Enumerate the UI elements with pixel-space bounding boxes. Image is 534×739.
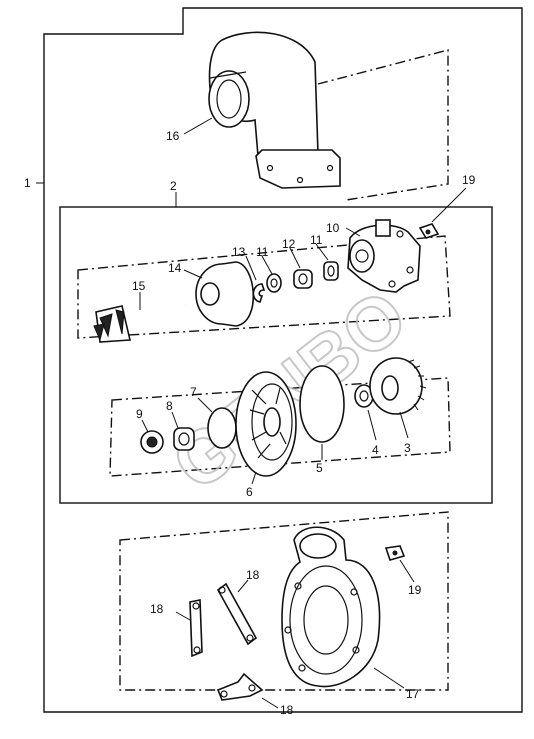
callout-18-bottom: 18 (280, 703, 294, 717)
oil-seal-ring (140, 430, 164, 454)
callout-18-left: 18 (150, 602, 164, 616)
group-outline-upper (77, 235, 451, 339)
sleeve (173, 427, 195, 451)
seal-plate (235, 371, 297, 477)
turbine-wheel-shaft (93, 303, 187, 343)
compressor-housing (281, 526, 381, 688)
nut-upper (418, 223, 440, 239)
callout-6: 6 (246, 485, 253, 499)
callout-13: 13 (232, 245, 246, 259)
thrust-collar (354, 384, 374, 408)
callout-19-lower: 19 (408, 583, 422, 597)
callout-4: 4 (372, 443, 379, 457)
callout-1: 1 (24, 176, 31, 190)
callout-11-left: 11 (256, 245, 269, 259)
callout-15: 15 (132, 279, 146, 293)
callout-2: 2 (170, 179, 177, 193)
nut-lower (384, 545, 406, 561)
bearing-housing (195, 261, 255, 327)
callout-10: 10 (326, 221, 340, 235)
assembly-2-frame (59, 206, 493, 504)
turbine-housing (208, 31, 341, 189)
o-ring-large (299, 365, 345, 443)
callout-5: 5 (316, 461, 323, 475)
callout-14: 14 (168, 261, 182, 275)
callout-11-right: 11 (310, 233, 323, 247)
callout-8: 8 (166, 399, 173, 413)
lock-plate-left (189, 599, 203, 658)
bearing-left (266, 273, 282, 293)
lock-plate-bottom (216, 672, 264, 701)
thrust-bearing-housing (347, 219, 421, 293)
callout-3: 3 (404, 441, 411, 455)
callout-19-upper: 19 (462, 173, 476, 187)
callout-12: 12 (282, 237, 296, 251)
callout-18-center: 18 (246, 568, 260, 582)
bearing-spacer (293, 269, 313, 289)
assembly-1-frame (43, 7, 523, 713)
callout-7: 7 (190, 385, 197, 399)
bearing-right (323, 261, 339, 281)
compressor-wheel (369, 357, 427, 415)
callout-17: 17 (406, 687, 420, 701)
callout-9: 9 (136, 407, 143, 421)
o-ring-small (207, 407, 237, 449)
group-outline-lower (119, 511, 449, 691)
callout-16: 16 (166, 129, 180, 143)
retaining-ring (252, 283, 266, 303)
lock-plate-center (216, 582, 258, 646)
